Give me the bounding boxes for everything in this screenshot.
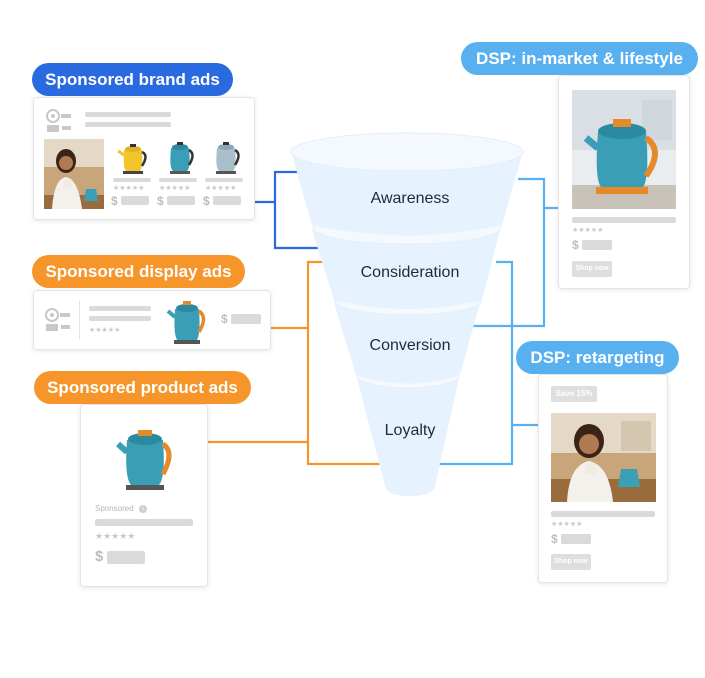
price-symbol: $ <box>203 194 210 208</box>
teal-kettle <box>116 430 172 490</box>
info-icon: i <box>139 505 147 513</box>
brand-logo-icon <box>46 109 71 132</box>
price-symbol: $ <box>95 548 104 565</box>
dsp-retarget-connector <box>438 260 538 466</box>
stage-label-awareness: Awareness <box>370 190 450 207</box>
teal-kettle <box>170 142 194 174</box>
display-connector <box>270 260 385 466</box>
dsp-inmarket-card: ★★★★★ $ Shop now <box>558 75 690 289</box>
brand-logo-icon <box>45 308 70 331</box>
price-symbol: $ <box>157 194 164 208</box>
lifestyle-photo <box>44 139 104 209</box>
stage-label-loyalty: Loyalty <box>384 422 436 439</box>
price-symbol: $ <box>111 194 118 208</box>
label-sponsored-product-ads: Sponsored product ads <box>34 371 251 404</box>
price-symbol: $ <box>551 532 558 546</box>
label-sponsored-brand-ads: Sponsored brand ads <box>32 63 233 96</box>
label-dsp-inmarket-lifestyle: DSP: in-market & lifestyle <box>461 42 698 75</box>
display-ad-card: ★★★★★ $ <box>33 290 271 350</box>
brand-connector <box>253 170 318 250</box>
shop-now-button[interactable]: Shop now <box>572 261 612 277</box>
shop-now-button[interactable]: Shop now <box>551 554 591 570</box>
yellow-kettle <box>117 144 147 174</box>
label-dsp-retargeting: DSP: retargeting <box>516 341 679 374</box>
kettle-kitchen-photo <box>572 90 676 209</box>
teal-kettle <box>166 301 206 344</box>
dsp-retarget-card: Save 15% ★★★★★ $ Shop now <box>538 374 668 583</box>
price-symbol: $ <box>221 312 228 326</box>
dsp-inmarket-connector <box>468 177 558 328</box>
price-symbol: $ <box>572 238 579 252</box>
lifestyle-photo <box>551 413 656 502</box>
funnel-stage-awareness <box>290 132 524 236</box>
steel-kettle <box>216 142 240 174</box>
save-badge: Save 15% <box>551 386 597 402</box>
stage-label-consideration: Consideration <box>360 264 460 281</box>
product-ad-card: Sponsored i ★★★★★ $ <box>80 404 208 587</box>
sponsored-tag: Sponsored <box>95 504 134 513</box>
brand-ad-card: ★★★★★ $ ★★★★★ $ ★★★★★ $ <box>33 97 255 220</box>
label-sponsored-display-ads: Sponsored display ads <box>32 255 245 288</box>
stage-label-conversion: Conversion <box>369 337 451 354</box>
